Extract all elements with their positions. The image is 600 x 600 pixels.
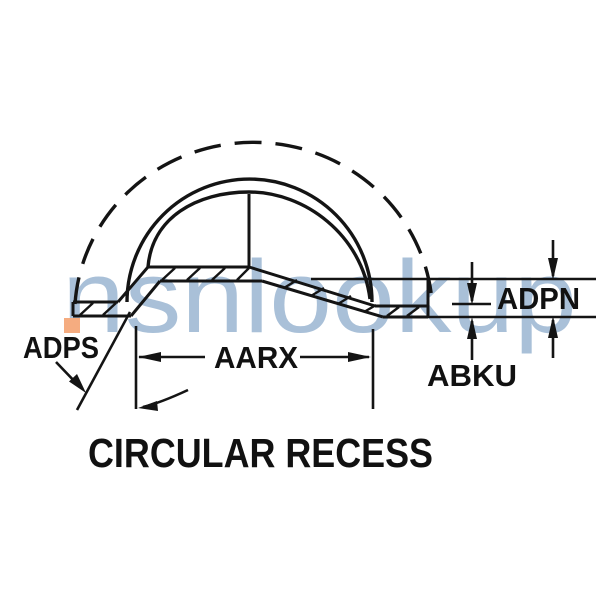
- hatch-marks: [79, 267, 420, 317]
- dome-inner-arc: [146, 190, 372, 300]
- adps-leader-arrow: [55, 361, 86, 393]
- figure-title: CIRCULAR RECESS: [88, 430, 433, 476]
- adps-label: ADPS: [23, 330, 99, 365]
- aarx-label: AARX: [214, 340, 298, 375]
- abku-label: ABKU: [427, 358, 517, 393]
- abku-dimension: [452, 262, 491, 360]
- watermark-accent-square: [64, 318, 80, 333]
- reference-circle-dashed: [73, 140, 434, 305]
- aarx-dimension: [134, 326, 375, 409]
- dome-outer-arc: [125, 177, 374, 303]
- adpn-dimension: [311, 240, 596, 358]
- adpn-label: ADPN: [497, 281, 580, 316]
- slope-extension-line: [75, 311, 132, 411]
- angle-arc-arrow: [138, 388, 189, 411]
- sheet-cross-section: [71, 265, 430, 319]
